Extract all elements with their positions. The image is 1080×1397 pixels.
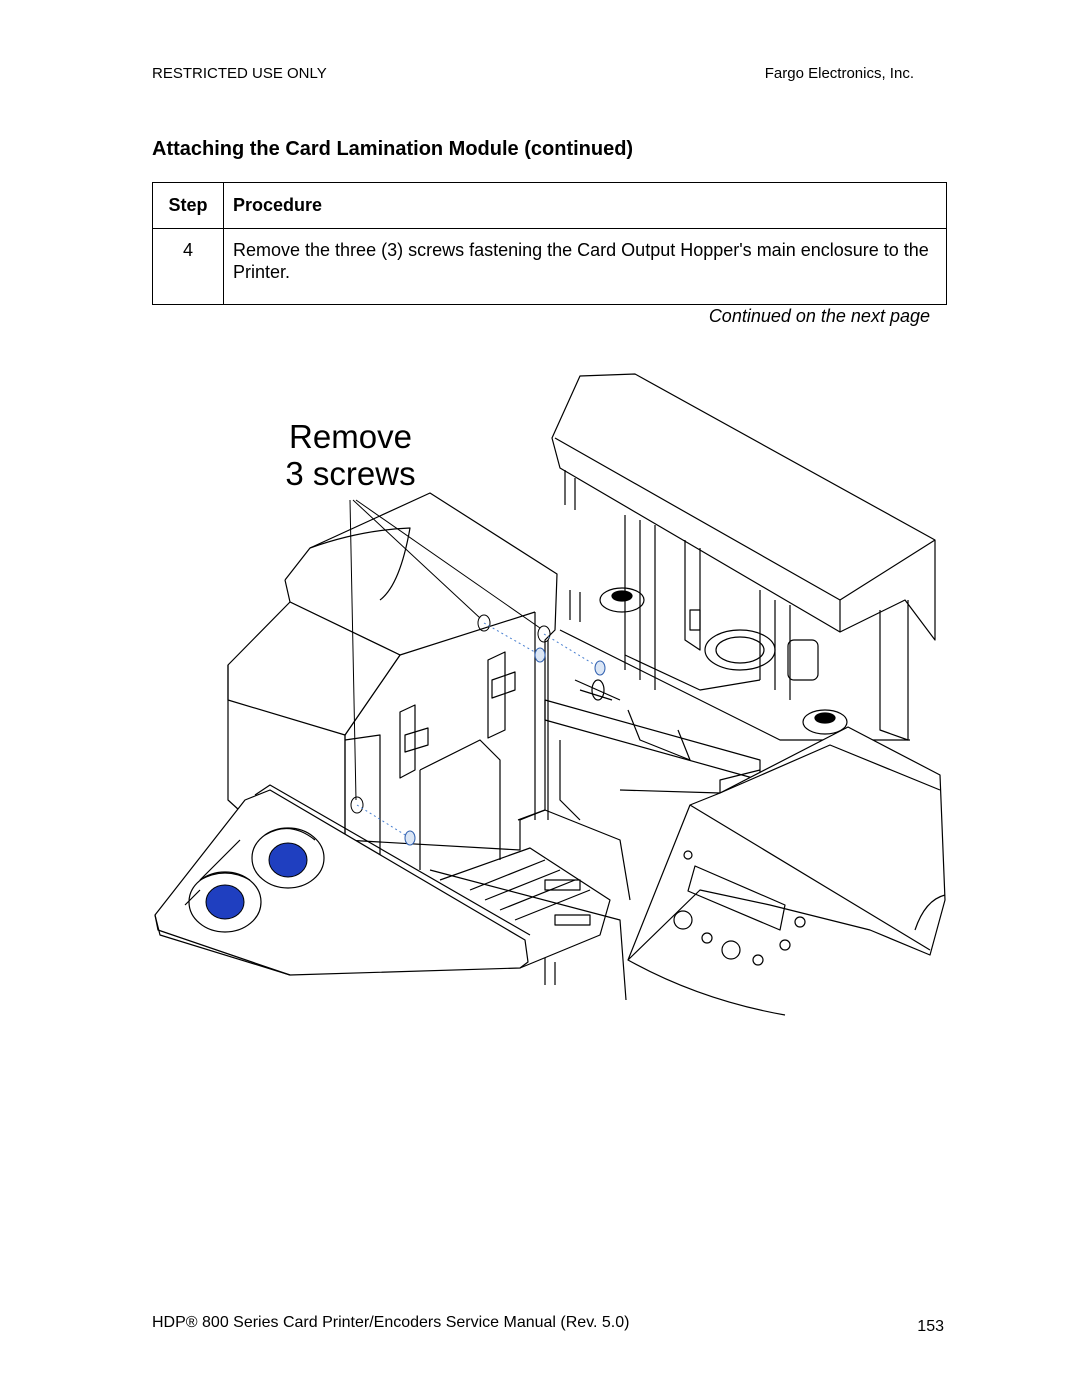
figure-callout: Remove 3 screws (268, 418, 433, 492)
page-number: 153 (917, 1318, 944, 1335)
screw (534, 647, 546, 663)
blue-buttons (205, 842, 308, 920)
section-title: Attaching the Card Lamination Module (co… (152, 138, 634, 160)
callout-line-1: Remove (289, 418, 412, 455)
header-restricted: RESTRICTED USE ONLY (152, 65, 327, 82)
procedure-header: Procedure (223, 182, 947, 229)
table-header-row: Step Procedure (152, 182, 947, 229)
footer-manual-title: HDP® 800 Series Card Printer/Encoders Se… (152, 1314, 630, 1331)
callout-line-2: 3 screws (285, 455, 416, 492)
screw-hole (537, 625, 551, 643)
printer-line-art (154, 373, 946, 1016)
screw-hole (477, 614, 491, 632)
printer-illustration (154, 373, 946, 1016)
screw (404, 830, 416, 846)
screw (594, 660, 606, 676)
blue-button (268, 842, 308, 878)
blue-button (205, 884, 245, 920)
step-header: Step (152, 182, 224, 229)
continued-note: Continued on the next page (708, 306, 930, 326)
screw-group (349, 499, 606, 846)
procedure-text: Remove the three (3) screws fastening th… (223, 228, 947, 305)
screw-hole (350, 796, 364, 814)
header-company: Fargo Electronics, Inc. (764, 65, 914, 82)
procedure-table: Step Procedure 4 Remove the three (3) sc… (152, 182, 947, 305)
table-row: 4 Remove the three (3) screws fastening … (152, 228, 947, 305)
step-number: 4 (152, 228, 224, 305)
